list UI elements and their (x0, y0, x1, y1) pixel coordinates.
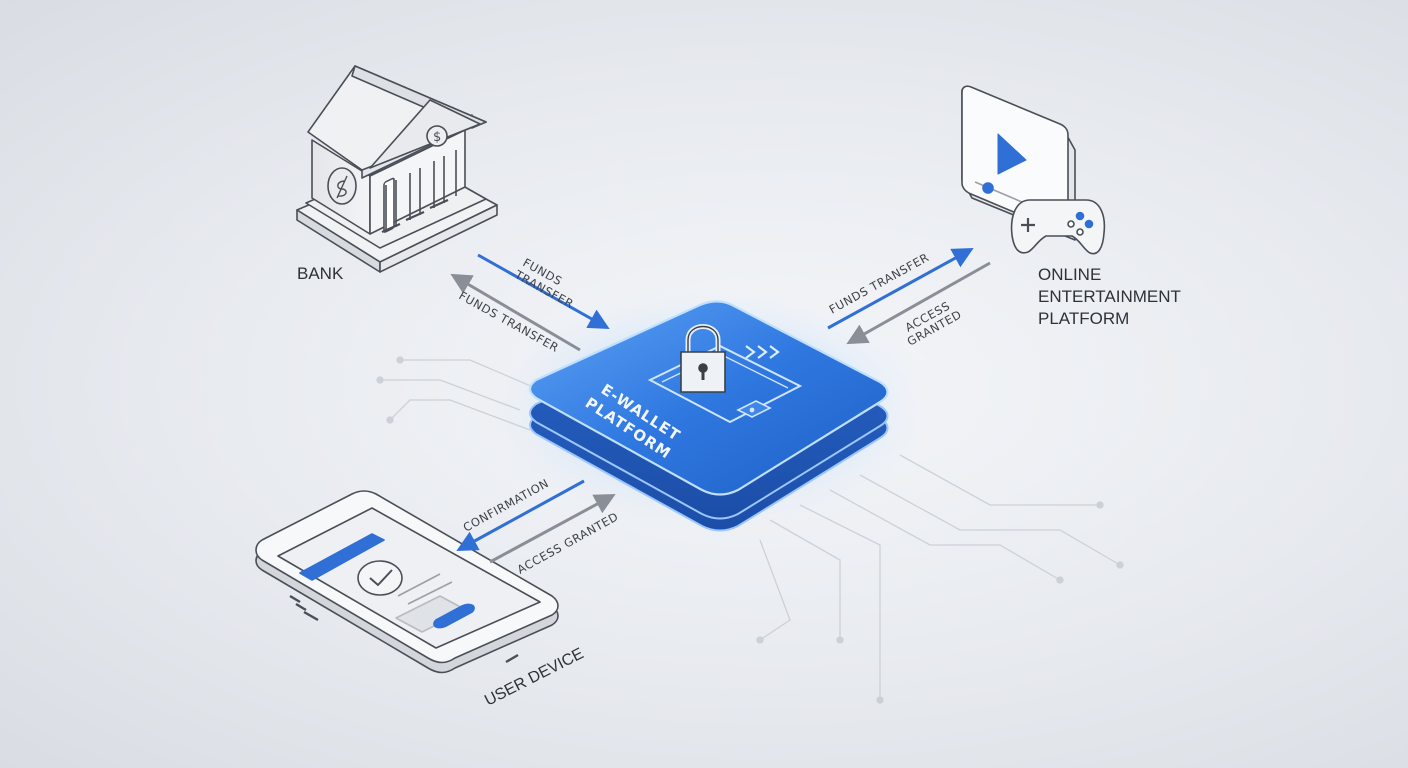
confirm-button-shape (433, 603, 475, 629)
entertainment-label-line-2: ENTERTAINMENT (1038, 287, 1181, 306)
lock-icon (680, 324, 726, 393)
entertainment-label-line-1: ONLINE (1038, 265, 1101, 284)
label-wallet-to-entertainment: FUNDS TRANSFER (827, 250, 932, 317)
user-device-label: USER DEVICE (482, 645, 586, 709)
chevrons-icon (745, 345, 780, 359)
play-icon (997, 133, 1027, 175)
smartphone-icon (255, 490, 559, 674)
arrow-wallet-to-device (456, 479, 585, 552)
checkmark-icon (369, 569, 393, 586)
svg-text:$: $ (433, 130, 441, 145)
bank-label: BANK (297, 264, 344, 283)
entertainment-label: ONLINE ENTERTAINMENT PLATFORM (1038, 265, 1185, 328)
arrow-wallet-to-entertainment (827, 247, 974, 330)
gamepad-icon (1010, 199, 1106, 255)
arrow-wallet-to-bank (450, 273, 581, 352)
app-header-bar (299, 533, 385, 581)
flow-arrows (450, 247, 991, 564)
e-wallet-platform: E-WALLET PLATFORM (528, 300, 889, 532)
entertainment-label-line-3: PLATFORM (1038, 309, 1129, 328)
arrow-entertainment-to-wallet (846, 261, 991, 345)
bank-icon: $ (296, 65, 498, 273)
arrow-bank-to-wallet (477, 253, 610, 330)
arrow-device-to-wallet (489, 494, 616, 564)
